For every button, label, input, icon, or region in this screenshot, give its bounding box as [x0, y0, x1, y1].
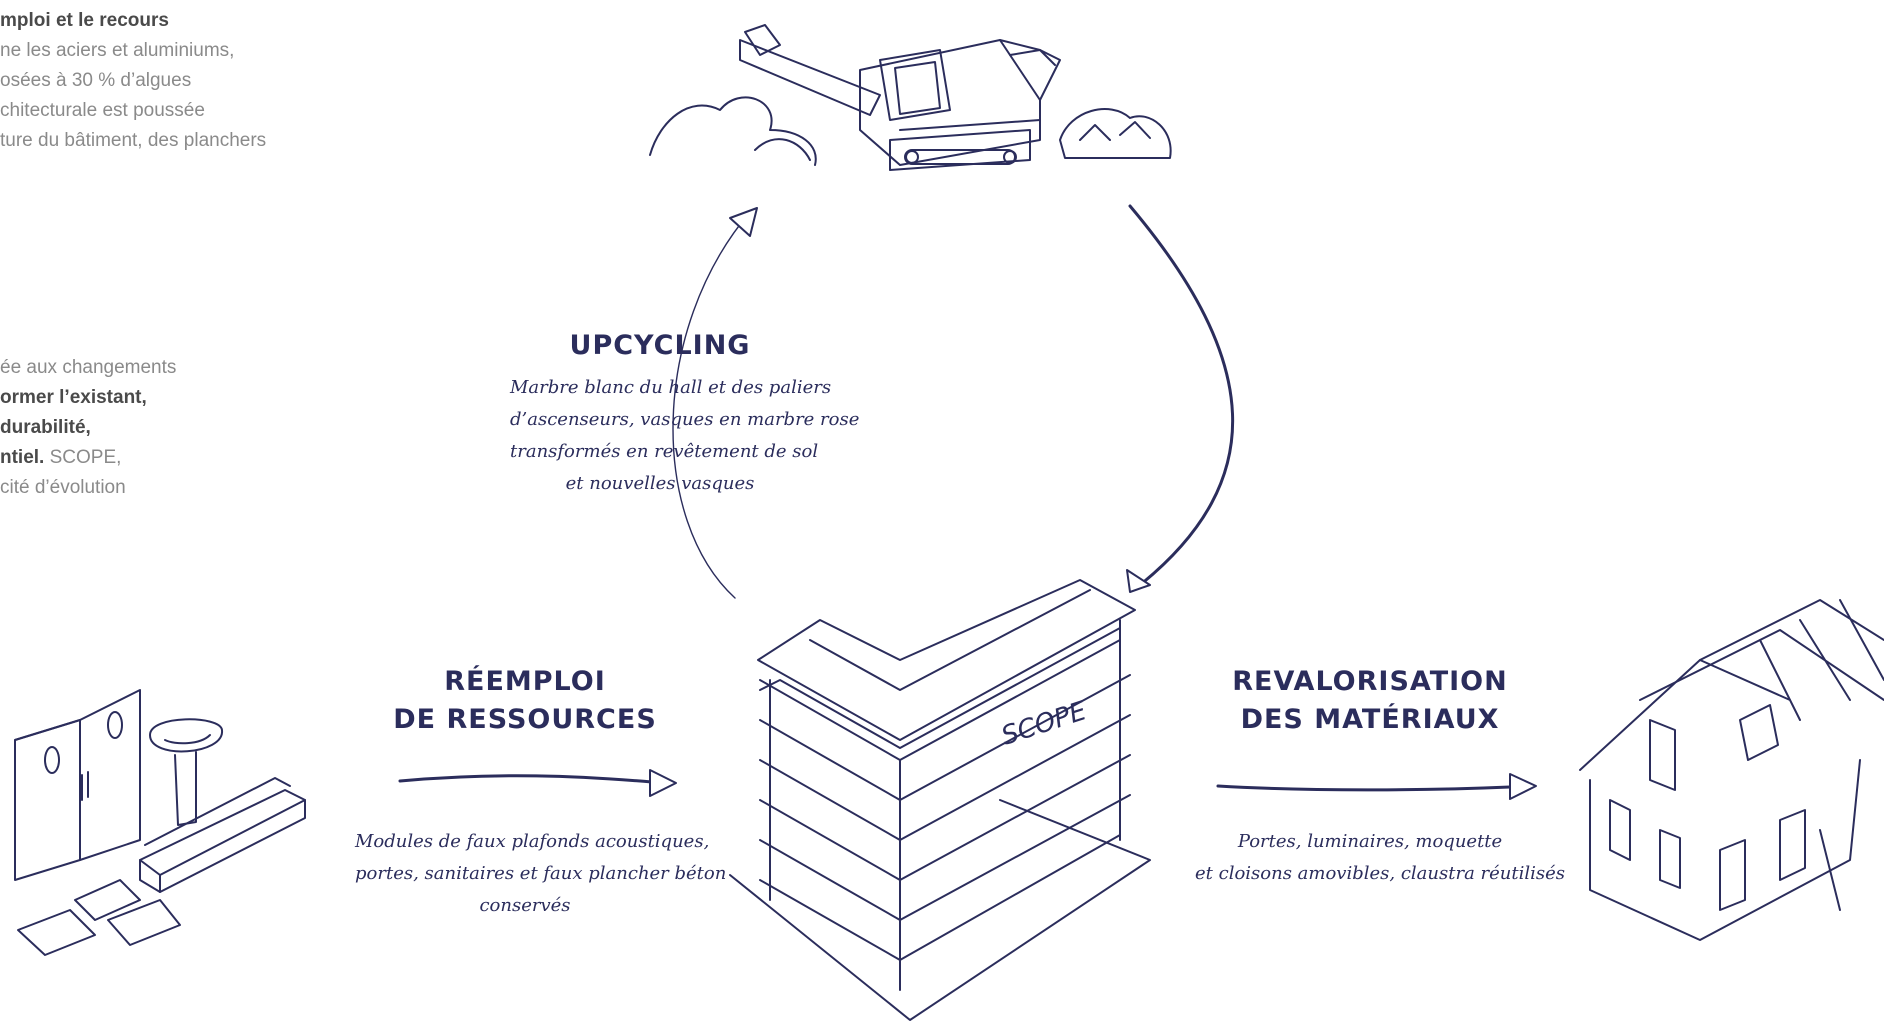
upcycling-description: Marbre blanc du hall et des paliers d’as… — [510, 372, 860, 500]
upcycling-line: transformés en revêtement de sol — [510, 441, 819, 462]
intro-line: ormer l’existant, — [0, 387, 147, 408]
intro-line: chitecturale est poussée — [0, 100, 205, 121]
revalorisation-line: et cloisons amovibles, claustra réutilis… — [1195, 863, 1566, 884]
reemploi-arrow-head — [649, 769, 677, 797]
reemploi-title-line: RÉEMPLOI — [444, 666, 606, 697]
revalorisation-title-line: DES MATÉRIAUX — [1240, 704, 1500, 735]
cycle-arrow-right — [1128, 204, 1235, 587]
intro-line: ne les aciers et aluminiums, — [0, 40, 235, 61]
cycle-arrow-right-head — [1126, 569, 1151, 593]
reemploi-line: Modules de faux plafonds acoustiques, — [355, 831, 710, 852]
intro-text-block-2: ée aux changements ormer l’existant, dur… — [0, 353, 270, 503]
upcycling-line: Marbre blanc du hall et des paliers — [510, 377, 832, 398]
reemploi-title: RÉEMPLOI DE RESSOURCES — [365, 663, 685, 739]
cycle-arrow-left-head — [729, 207, 758, 237]
intro-regular-part: SCOPE, — [44, 447, 122, 468]
upcycling-line: d’ascenseurs, vasques en marbre rose — [510, 409, 860, 430]
revalorisation-description: Portes, luminaires, moquette et cloisons… — [1195, 826, 1566, 890]
reemploi-description: Modules de faux plafonds acoustiques, po… — [355, 826, 727, 922]
upcycling-title: UPCYCLING — [569, 330, 751, 361]
reemploi-arrow — [398, 774, 654, 784]
cycle-arrow-left — [672, 211, 751, 599]
intro-line: durabilité, — [0, 417, 91, 438]
reemploi-line: portes, sanitaires et faux plancher béto… — [355, 863, 727, 884]
scope-building-icon — [729, 579, 1151, 1021]
intro-line: mploi et le recours — [0, 10, 169, 31]
crusher-machine-icon — [649, 24, 1172, 171]
intro-bold-part: ntiel. — [0, 447, 45, 468]
intro-line: cité d’évolution — [0, 477, 126, 498]
revalorisation-line: Portes, luminaires, moquette — [1237, 831, 1503, 852]
house-icon — [1579, 599, 1884, 941]
reemploi-title-line: DE RESSOURCES — [393, 704, 657, 735]
intro-line: ture du bâtiment, des planchers — [0, 130, 267, 151]
intro-text-block-1: mploi et le recours ne les aciers et alu… — [0, 6, 270, 156]
reemploi-line: conservés — [479, 895, 571, 916]
revalorisation-title-line: REVALORISATION — [1232, 666, 1508, 697]
upcycling-line: et nouvelles vasques — [565, 473, 755, 494]
intro-line: ée aux changements — [0, 357, 177, 378]
revalorisation-arrow — [1216, 784, 1512, 792]
revalorisation-arrow-head — [1509, 773, 1537, 800]
intro-line: osées à 30 % d’algues — [0, 70, 192, 91]
revalorisation-title: REVALORISATION DES MATÉRIAUX — [1210, 663, 1530, 739]
reused-items-icon — [14, 689, 306, 956]
intro-line-mixed: ntiel. SCOPE, — [0, 443, 270, 473]
